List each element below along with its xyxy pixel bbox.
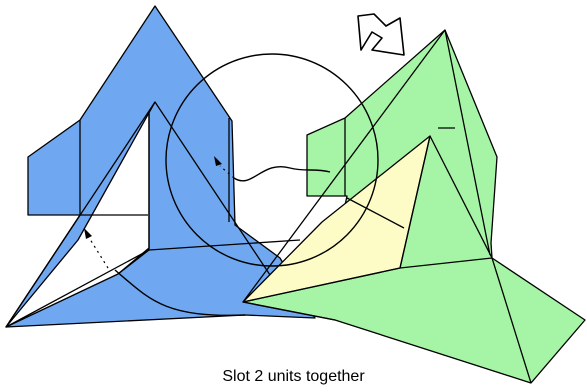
- insert-arrow-dotted: [84, 228, 109, 269]
- caption-text: Slot 2 units together: [222, 368, 365, 385]
- blue-unit: [5, 5, 316, 328]
- magnify-circle-icon: [165, 53, 379, 267]
- green-unit: [242, 29, 586, 384]
- leader-curve: [233, 165, 331, 182]
- join-curve: [114, 269, 246, 317]
- rotate-arrow-icon: [357, 13, 405, 56]
